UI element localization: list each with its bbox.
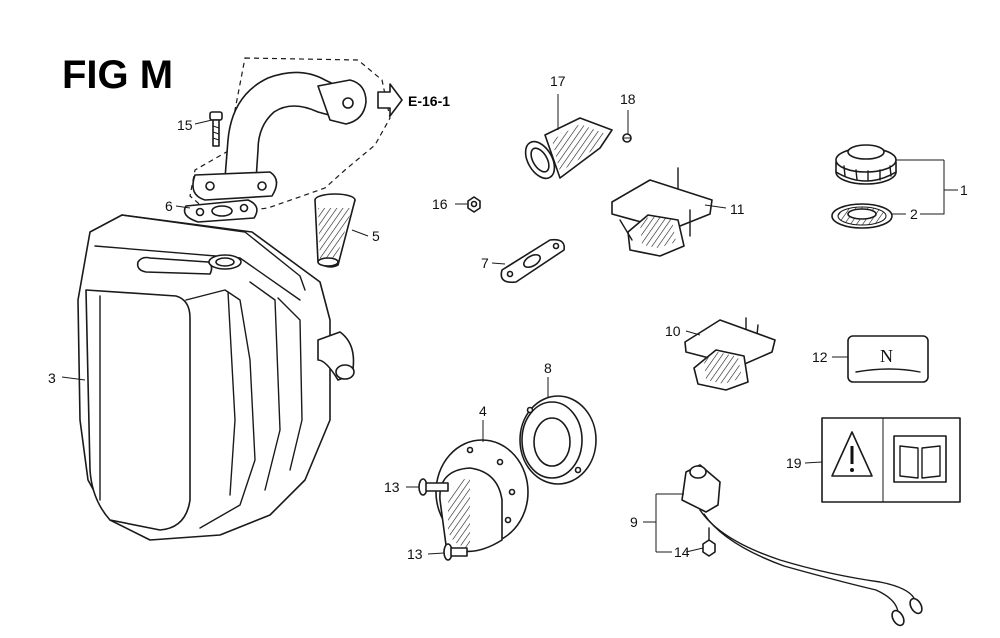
- leader-lines: [61, 94, 958, 555]
- callouts: 15 6 5 3 17 18 16 7 11 10 8 4 13 13 12 1…: [48, 73, 968, 562]
- warning-label-part-19: [821, 417, 961, 503]
- figure-title: FIG M: [62, 53, 173, 97]
- fuel-cap-part-1: [835, 144, 897, 185]
- callout-9: 9: [630, 514, 638, 530]
- callout-3: 3: [48, 370, 56, 386]
- callout-12: 12: [812, 349, 828, 365]
- callout-2: 2: [910, 206, 918, 222]
- screw-part-13-upper: [418, 478, 449, 496]
- mount-part-11: [611, 167, 713, 257]
- callout-19: 19: [786, 455, 802, 471]
- subassembly-dashed-outline: [189, 57, 391, 216]
- elbow-flange-lower: [192, 171, 278, 201]
- callout-16: 16: [432, 196, 448, 212]
- elbow-flange-upper: [317, 79, 367, 125]
- mount-part-10: [684, 317, 776, 391]
- label-part-12: N: [847, 335, 929, 383]
- callout-17: 17: [550, 73, 566, 89]
- screw-part-18: [622, 133, 632, 143]
- nut-part-16: [467, 196, 481, 213]
- filter-part-17: [524, 117, 613, 180]
- gasket-part-7: [500, 238, 566, 284]
- reference-arrow: [377, 83, 403, 117]
- callout-5: 5: [372, 228, 380, 244]
- callout-13-lower: 13: [407, 546, 423, 562]
- switch-part-9: [681, 464, 923, 627]
- manual-book-icon: [893, 435, 947, 483]
- callout-18: 18: [620, 91, 636, 107]
- fuel-tank-part-3: [77, 214, 355, 541]
- screw-part-13-lower: [443, 543, 468, 561]
- callout-6: 6: [165, 198, 173, 214]
- bolt-part-15: [209, 111, 223, 147]
- exhaust-elbow-assembly: E-16-1: [189, 57, 450, 216]
- cover-part-4: [435, 439, 529, 553]
- callout-1: 1: [960, 182, 968, 198]
- callout-8: 8: [544, 360, 552, 376]
- callout-10: 10: [665, 323, 681, 339]
- callout-15: 15: [177, 117, 193, 133]
- label-part-12-text: N: [880, 346, 893, 366]
- screw-part-14: [702, 527, 716, 557]
- callout-11: 11: [730, 201, 745, 217]
- callout-7: 7: [481, 255, 489, 271]
- reference-label: E-16-1: [408, 93, 450, 109]
- seal-part-2: [831, 203, 893, 229]
- ring-part-8: [519, 395, 597, 485]
- strainer-part-5: [314, 193, 356, 268]
- callout-4: 4: [479, 403, 487, 419]
- callout-13-upper: 13: [384, 479, 400, 495]
- gasket-part-6: [183, 199, 258, 223]
- callout-14: 14: [674, 544, 690, 560]
